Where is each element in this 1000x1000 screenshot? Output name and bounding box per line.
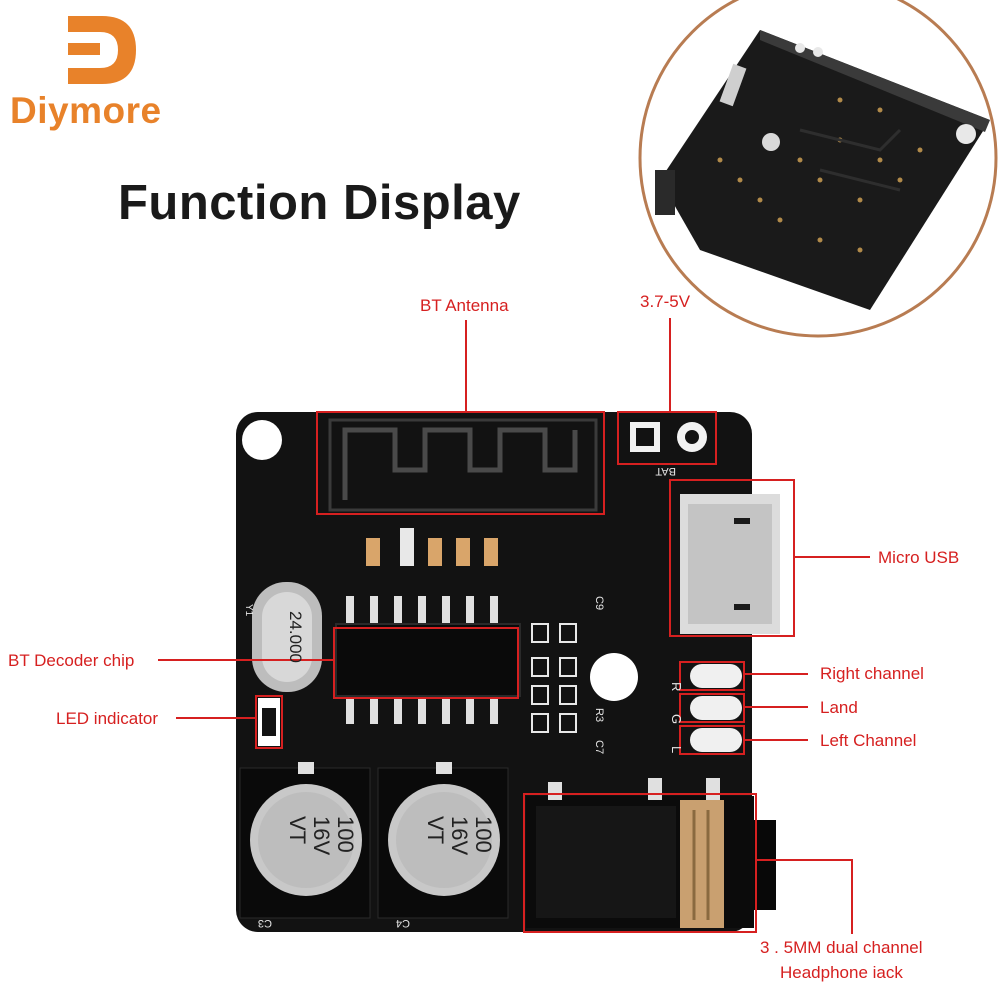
cap1-line1: 100	[333, 816, 358, 853]
label-micro-usb: Micro USB	[878, 548, 960, 567]
label-led: LED indicator	[56, 709, 159, 728]
cap2-line3: VT	[423, 816, 448, 844]
c4-label: C4	[396, 917, 410, 929]
crystal-label: 24.000	[286, 611, 305, 663]
brand-name: Diymore	[10, 90, 162, 131]
crystal-ref: Y1	[243, 604, 254, 617]
callout-lines	[158, 318, 870, 934]
cap1-line2: 16V	[309, 816, 334, 855]
pin-g-label: G	[669, 714, 684, 724]
pin-l-label: L	[669, 746, 684, 753]
cap1-line3: VT	[285, 816, 310, 844]
brand-logo	[68, 16, 136, 84]
pin-r-label: R	[669, 682, 684, 691]
label-bt-antenna: BT Antenna	[420, 296, 509, 315]
silkscreen-text: 24.000 Y1 100 16V VT 100 16V VT BAT C3 C…	[243, 465, 684, 929]
cap2-line2: 16V	[447, 816, 472, 855]
c7-label: C7	[593, 740, 605, 754]
label-left-channel: Left Channel	[820, 731, 917, 750]
c3-label: C3	[258, 917, 272, 929]
label-jack-line1: 3 . 5MM dual channel	[760, 938, 923, 957]
r3-label: R3	[593, 708, 605, 722]
label-land: Land	[820, 698, 858, 717]
page-title: Function Display	[118, 176, 521, 230]
label-jack-line2: Headphone iack	[780, 963, 903, 982]
bat-label: BAT	[655, 465, 676, 477]
pcb-board	[236, 412, 780, 932]
c9-label: C9	[593, 596, 605, 610]
label-bt-decoder: BT Decoder chip	[8, 651, 135, 670]
back-view-inset	[638, 0, 998, 338]
label-power: 3.7-5V	[640, 292, 691, 311]
label-right-channel: Right channel	[820, 664, 924, 683]
cap2-line1: 100	[471, 816, 496, 853]
